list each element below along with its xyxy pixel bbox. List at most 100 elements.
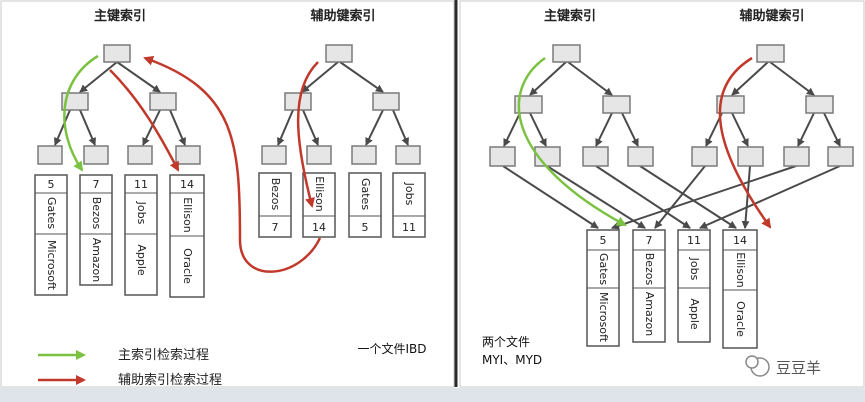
tree-node [602,95,631,114]
tree-node [37,145,63,165]
record-company: Microsoft [597,292,610,343]
left-primary-leaf-3: 14 Ellison Oracle [169,174,205,298]
record-company: Oracle [734,301,747,337]
watermark: 豆豆羊 [745,355,821,377]
tree-node [372,92,400,111]
tree-node [716,95,745,114]
leaf-name: Gates [45,197,58,229]
left-primary-red-descent-arrow [109,69,180,172]
leaf-id: 11 [134,178,148,191]
left-secondary-title: 辅助键索引 [310,8,375,24]
right-record-3: 14 Ellison Oracle [722,229,758,349]
leaf-id: 5 [48,178,55,191]
right-record-1: 7 Bezos Amazon [632,229,666,343]
tree-node [691,146,718,167]
leaf-id: 11 [402,221,416,234]
right-secondary-search-arrow [718,56,772,229]
legend-red-label: 辅助索引检索过程 [118,373,222,388]
left-primary-edges [54,61,186,146]
right-tree-nodes [489,44,854,167]
leaf-name: Ellison [313,176,326,212]
record-company: Apple [688,298,701,330]
leaf-company: Microsoft [45,240,58,291]
tree-node [149,92,177,111]
watermark-text: 豆豆羊 [776,359,821,377]
left-primary-leaf-2: 11 Jobs Apple [124,174,158,296]
tree-node [261,145,287,165]
left-secondary-leaf-3: Jobs 11 [392,172,426,238]
left-file-note: 一个文件IBD [357,341,426,356]
left-primary-title: 主键索引 [94,8,146,24]
left-panel-frame [0,0,455,388]
right-record-0: 5 Gates Microsoft [586,229,620,347]
record-name: Jobs [688,257,701,281]
leaf-name: Gates [359,178,372,210]
leaf-id: 7 [272,221,279,234]
record-id: 7 [646,234,653,247]
tree-node [306,145,332,165]
right-primary-edges [503,61,639,147]
right-secondary-title: 辅助键索引 [739,8,804,24]
left-primary-search-arrow [63,54,99,172]
right-primary-search-arrow [517,56,627,227]
left-back-to-primary-arrow [143,55,322,273]
leaf-name: Bezos [90,197,103,230]
tree-node [175,145,201,165]
right-file-note-line1: 两个文件 [482,334,530,349]
legend-green-label: 主索引检索过程 [118,348,209,363]
record-name: Bezos [643,253,656,286]
leaf-id: 7 [93,178,100,191]
right-file-note-line2: MYI、MYD [482,353,542,367]
left-secondary-leaf-0: Bezos 7 [258,172,292,238]
record-name: Gates [597,253,610,285]
tree-node [783,146,810,167]
record-company: Amazon [643,292,656,336]
leaf-id: 5 [362,221,369,234]
tree-node [805,95,834,114]
leaf-id: 14 [180,178,194,191]
left-secondary-edges [277,61,409,146]
leaf-name: Bezos [269,178,282,211]
left-secondary-nodes [261,44,421,165]
tree-node [737,146,764,167]
record-id: 5 [600,234,607,247]
legend: 主索引检索过程 辅助索引检索过程 [38,348,222,388]
leaf-company: Oracle [181,248,194,284]
left-secondary-descent-arrow [296,61,319,208]
tree-node [552,44,581,63]
tree-node [756,44,785,63]
tree-node [61,92,89,111]
left-primary-nodes [37,44,201,165]
leaf-name: Jobs [135,201,148,225]
leaf-company: Apple [135,244,148,276]
left-secondary-leaf-2: Gates 5 [348,172,382,238]
wechat-icon-bubble [745,355,759,369]
right-record-2: 11 Jobs Apple [677,229,711,343]
bottom-bar [0,388,865,402]
tree-node [514,95,543,114]
right-panel-frame [459,0,865,388]
right-primary-title: 主键索引 [544,8,596,24]
tree-node [395,145,421,165]
tree-node [827,146,854,167]
left-primary-leaf-0: 5 Gates Microsoft [34,174,68,296]
leaf-name: Jobs [403,182,416,206]
tree-node [103,44,131,63]
tree-node [582,146,609,167]
leaf-company: Amazon [90,238,103,282]
tree-node [351,145,377,165]
left-primary-leaf-1: 7 Bezos Amazon [79,174,113,286]
left-secondary-leaf-1: Ellison 14 [302,172,336,238]
tree-node [83,145,109,165]
leaf-id: 14 [312,221,326,234]
tree-node [489,146,516,167]
record-name: Ellison [734,252,747,288]
record-id: 14 [733,234,747,247]
record-id: 11 [687,234,701,247]
tree-node [627,146,654,167]
right-pointer-edges [502,165,841,230]
tree-node [325,44,353,63]
tree-node [127,145,153,165]
